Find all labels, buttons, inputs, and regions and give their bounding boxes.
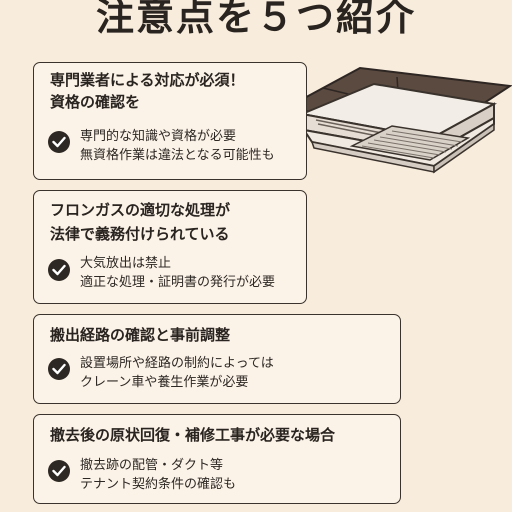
card-body-line: 専門的な知識や資格が必要 (80, 129, 237, 144)
card-body-line: 撤去跡の配管・ダクト等 (80, 458, 224, 473)
check-icon (48, 358, 70, 380)
card-title-line: 専門業者による対応が必須！ (50, 71, 245, 89)
card-body-line: クレーン車や養生作業が必要 (80, 375, 249, 390)
card-title-line: 資格の確認を (50, 93, 141, 111)
card-title-line: フロンガスの適切な処理が (50, 201, 231, 219)
card-restoration-work: 撤去後の原状回復・補修工事が必要な場合 撤去跡の配管・ダクト等 テナント契約条件… (33, 414, 401, 504)
card-body-line: 大気放出は禁止 (80, 256, 172, 271)
page-title: 注意点を５つ紹介 (95, 0, 416, 39)
card-title-line: 撤去後の原状回復・補修工事が必要な場合 (50, 426, 336, 444)
card-title-line: 法律で義務付けられている (50, 225, 230, 243)
check-icon (48, 259, 70, 281)
card-title-line: 搬出経路の確認と事前調整 (50, 326, 231, 344)
card-removal-route: 搬出経路の確認と事前調整 設置場所や経路の制約によっては クレーン車や養生作業が… (33, 314, 401, 404)
card-professional-required: 専門業者による対応が必須！ 資格の確認を 専門的な知識や資格が必要 無資格作業は… (33, 62, 307, 180)
check-icon (48, 131, 70, 153)
card-body-line: 無資格作業は違法となる可能性も (80, 148, 275, 163)
check-icon (48, 460, 70, 482)
card-body-line: 適正な処理・証明書の発行が必要 (80, 275, 276, 290)
ceiling-cassette-air-conditioner-icon (282, 58, 512, 197)
card-freon-disposal: フロンガスの適切な処理が 法律で義務付けられている 大気放出は禁止 適正な処理・… (33, 190, 307, 304)
card-body-line: テナント契約条件の確認も (80, 477, 237, 492)
card-body-line: 設置場所や経路の制約によっては (80, 356, 274, 371)
